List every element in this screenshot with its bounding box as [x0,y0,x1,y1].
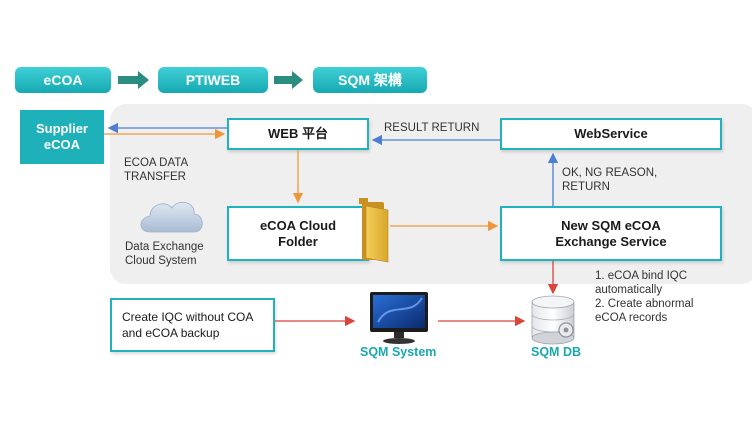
step-ptiweb: PTIWEB [158,67,268,93]
step-ecoa: eCOA [15,67,111,93]
sqm-db-label: SQM DB [531,345,581,359]
cloud-icon [140,201,203,233]
monitor-icon [370,292,428,344]
ok-ng-reason-label: OK, NG REASON, RETURN [562,167,658,193]
step-sqm-architecture: SQM 架構 [313,67,427,93]
ecoa-data-transfer-label: ECOA DATA TRANSFER [124,157,189,183]
web-platform-node: WEB 平台 [227,118,369,150]
create-iqc-node: Create IQC without COA and eCOA backup [110,298,275,352]
result-return-label: RESULT RETURN [384,122,480,134]
db-process-note: 1. eCOA bind IQC automatically 2. Create… [595,270,694,324]
exchange-service-node: New SQM eCOA Exchange Service [500,206,722,261]
database-icon [531,295,575,345]
step-arrow-icon [118,71,149,89]
webservice-node: WebService [500,118,722,150]
supplier-ecoa-label: Supplier eCOA [35,121,88,152]
data-exchange-cloud-label: Data Exchange Cloud System [125,241,204,267]
folder-icon [359,198,389,263]
supplier-ecoa-node: Supplier eCOA [20,110,104,164]
step-arrow-icon [274,71,303,89]
sqm-system-label: SQM System [360,345,437,359]
